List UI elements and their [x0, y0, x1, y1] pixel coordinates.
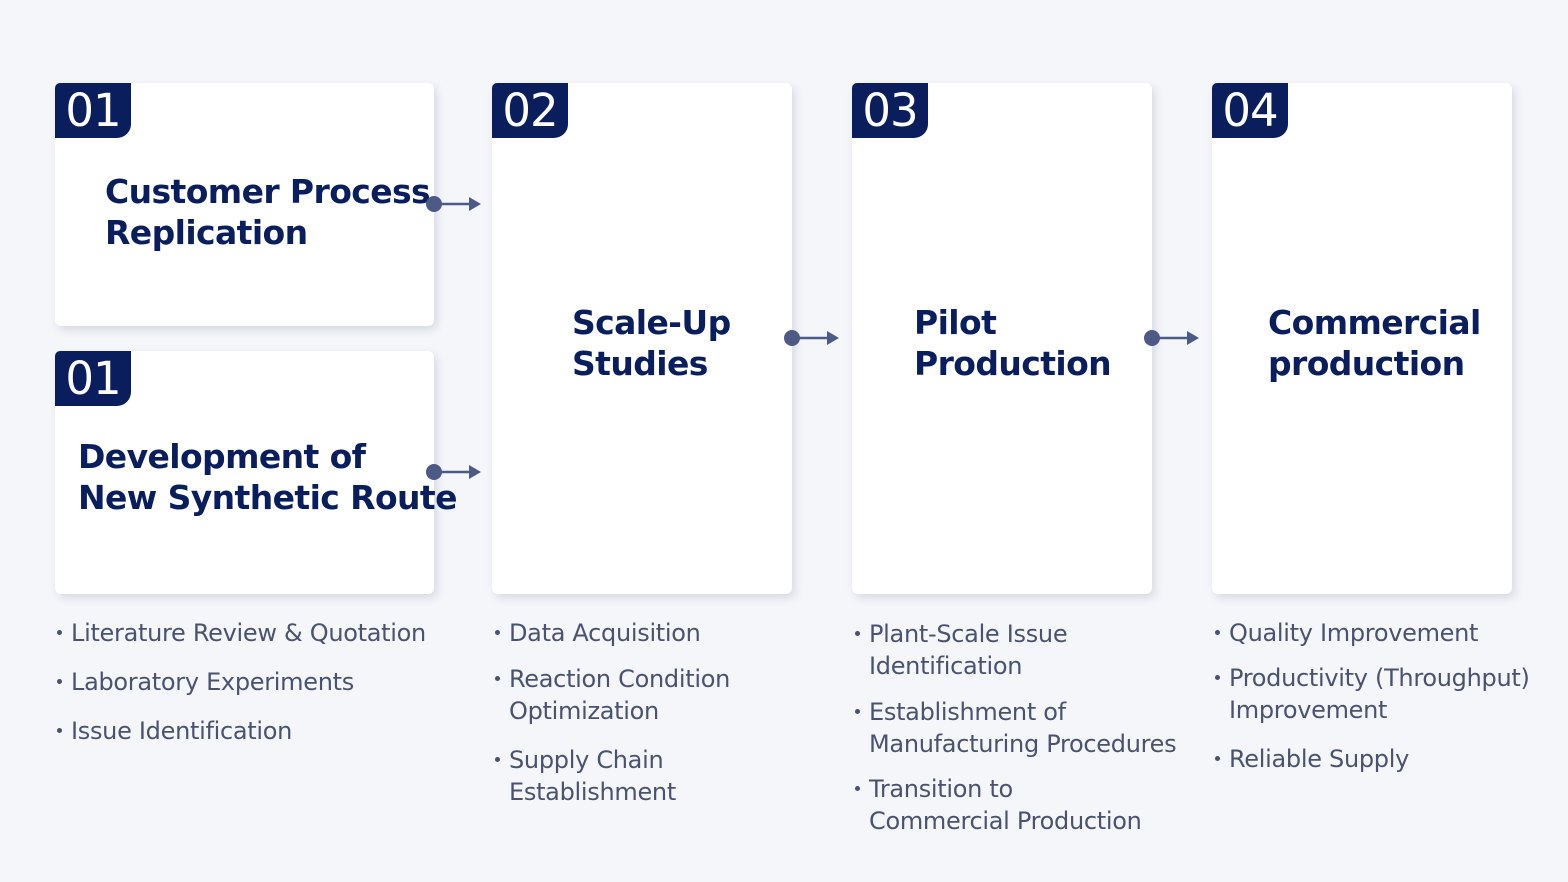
arrow-right-icon	[426, 464, 481, 480]
step-bullet-list-literature: Literature Review & Quotation Laboratory…	[57, 617, 457, 747]
step-title: Scale-Up Studies	[572, 302, 731, 384]
step-card-development-of-new-synthetic-route: 01 Development of New Synthetic Route	[55, 351, 457, 594]
step-card-commercial-production: 04 Commercial production	[1212, 83, 1512, 594]
bullet-item: Establishment of Manufacturing Procedure…	[855, 696, 1195, 760]
bullet-line: Identification	[869, 652, 1023, 680]
step-title-line: Replication	[105, 213, 308, 252]
bullet-line: Productivity (Throughput)	[1229, 664, 1530, 692]
arrow-right-icon	[1144, 330, 1199, 346]
bullet-line: Manufacturing Procedures	[869, 730, 1177, 758]
bullet-line: Establishment of	[869, 698, 1066, 726]
step-title-line: Pilot	[914, 303, 997, 342]
bullet-line: Improvement	[1229, 696, 1388, 724]
bullet-line: Reaction Condition	[509, 665, 730, 693]
step-card-pilot-production: 03 Pilot Production	[852, 83, 1152, 594]
bullet-line: Literature Review & Quotation	[71, 619, 426, 647]
bullet-line: Quality Improvement	[1229, 619, 1479, 647]
step-number-badge: 01	[55, 351, 131, 406]
step-card-scale-up-studies: 02 Scale-Up Studies	[492, 83, 792, 594]
step-card-customer-process-replication: 01 Customer Process Replication	[55, 83, 434, 326]
step-number-badge: 04	[1212, 83, 1288, 138]
bullet-item: Issue Identification	[57, 715, 457, 747]
bullet-line: Laboratory Experiments	[71, 668, 354, 696]
step-title-line: New Synthetic Route	[78, 478, 457, 517]
arrow-right-icon	[426, 196, 481, 212]
step-title-line: production	[1268, 344, 1465, 383]
step-title: Commercial production	[1268, 302, 1481, 384]
bullet-item: Transition to Commercial Production	[855, 773, 1195, 837]
step-title-line: Development of	[78, 437, 366, 476]
bullet-item: Literature Review & Quotation	[57, 617, 457, 649]
step-title-line: Scale-Up	[572, 303, 731, 342]
step-title-line: Studies	[572, 344, 708, 383]
bullet-line: Data Acquisition	[509, 619, 701, 647]
step-bullet-list-scale-up: Data Acquisition Reaction Condition Opti…	[495, 617, 835, 808]
bullet-item: Laboratory Experiments	[57, 666, 457, 698]
step-title-line: Commercial	[1268, 303, 1481, 342]
bullet-item: Data Acquisition	[495, 617, 835, 649]
bullet-item: Reliable Supply	[1215, 743, 1560, 775]
step-number-badge: 01	[55, 83, 131, 138]
step-title: Pilot Production	[914, 302, 1112, 384]
bullet-line: Commercial Production	[869, 807, 1142, 835]
bullet-line: Supply Chain Establishment	[509, 746, 676, 806]
bullet-line: Issue Identification	[71, 717, 293, 745]
step-title-line: Customer Process	[105, 172, 431, 211]
bullet-item: Productivity (Throughput) Improvement	[1215, 662, 1560, 726]
step-title: Development of New Synthetic Route	[78, 436, 457, 518]
step-number-badge: 03	[852, 83, 928, 138]
step-bullet-list-commercial: Quality Improvement Productivity (Throug…	[1215, 617, 1560, 775]
bullet-item: Quality Improvement	[1215, 617, 1560, 649]
bullet-item: Supply Chain Establishment	[495, 744, 835, 808]
step-title-line: Production	[914, 344, 1112, 383]
bullet-item: Plant-Scale Issue Identification	[855, 618, 1195, 682]
step-bullet-list-pilot: Plant-Scale Issue Identification Establi…	[855, 618, 1195, 837]
bullet-line: Optimization	[509, 697, 659, 725]
arrow-right-icon	[784, 330, 839, 346]
bullet-line: Reliable Supply	[1229, 745, 1409, 773]
step-number-badge: 02	[492, 83, 568, 138]
bullet-line: Plant-Scale Issue	[869, 620, 1068, 648]
bullet-item: Reaction Condition Optimization	[495, 663, 835, 727]
step-title: Customer Process Replication	[105, 171, 431, 253]
bullet-line: Transition to	[869, 775, 1013, 803]
